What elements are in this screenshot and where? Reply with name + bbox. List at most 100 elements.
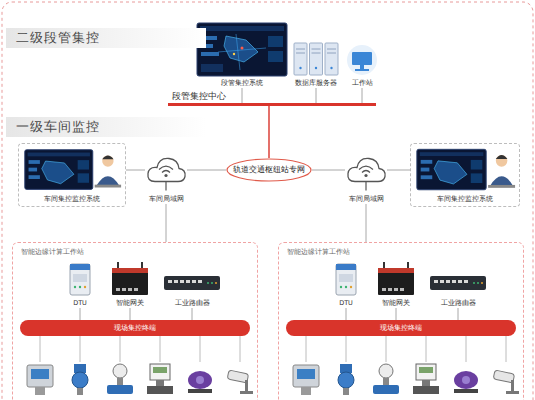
rect-graphic [201, 64, 223, 72]
edge-station-group: 智能边缘计算工作站DTU智能网关工业路由器现场集控终端 [12, 242, 258, 400]
circle-graphic [207, 282, 209, 284]
line-graphic [240, 336, 241, 362]
rect-graphic [464, 280, 468, 283]
rect-graphic [70, 264, 90, 270]
node-text: 轨道交通枢纽站专网 [226, 158, 312, 182]
rect-graphic [360, 65, 364, 69]
circle-graphic [340, 286, 342, 288]
line-graphic [306, 336, 307, 362]
router-device: 工业路由器 [162, 268, 222, 308]
rect-graphic [186, 280, 190, 283]
rect-graphic [471, 173, 483, 183]
router-device: 工业路由器 [428, 268, 488, 308]
terminal-band: 现场集控终端 [286, 320, 516, 336]
icon-art [62, 262, 98, 297]
path-graphic [434, 161, 467, 184]
rect-graphic [440, 280, 444, 283]
rect-graphic [25, 150, 93, 190]
circle-graphic [84, 286, 86, 288]
rect-graphic [70, 264, 90, 295]
use-graphic [107, 364, 133, 394]
circle-graphic [79, 286, 81, 288]
node-text: 数据库服务器 [284, 79, 348, 88]
use-graphic [493, 370, 519, 394]
gateway-device: 智能网关 [374, 262, 418, 308]
node-text: 智能边缘计算工作站 [287, 248, 350, 257]
line-graphic [117, 262, 119, 269]
path-graphic [42, 161, 74, 184]
rect-graphic [421, 168, 430, 172]
line-graphic [506, 336, 507, 362]
circle-graphic [477, 282, 479, 284]
circle-graphic [345, 286, 347, 288]
rect-graphic [488, 185, 515, 188]
rect-graphic [434, 280, 438, 283]
icon-art [328, 262, 364, 297]
rect-graphic [458, 280, 462, 283]
rect-graphic [394, 288, 398, 291]
path-graphic [218, 34, 266, 70]
path-graphic [102, 155, 113, 159]
rect-graphic [73, 274, 87, 282]
path-graphic [97, 176, 120, 185]
circle-graphic [481, 282, 483, 284]
gateway-device: 智能网关 [108, 262, 152, 308]
rect-graphic [336, 264, 356, 295]
server-icon: 数据库服务器 [290, 40, 342, 88]
line-graphic [346, 336, 347, 362]
circle-graphic [74, 286, 76, 288]
circle-graphic [215, 282, 217, 284]
connector-line [346, 308, 347, 320]
rect-graphic [325, 43, 338, 75]
center-bus: 段管集控中心 [168, 89, 376, 106]
icon-art [345, 152, 387, 193]
rect-graphic [430, 276, 486, 290]
path-graphic [159, 166, 173, 173]
icon-art [162, 268, 222, 297]
dtu-device: DTU [62, 262, 98, 308]
line-graphic [160, 336, 161, 362]
node-text: 段管集控中心 [172, 91, 226, 102]
rect-graphic [471, 160, 483, 170]
rect-graphic [29, 160, 40, 164]
rect-graphic [201, 52, 219, 56]
rect-graphic [168, 280, 172, 283]
connector-line [166, 204, 167, 242]
use-graphic [188, 371, 212, 393]
rect-graphic [198, 280, 202, 283]
connector-line [130, 308, 131, 320]
rect-graphic [192, 280, 196, 283]
circle-graphic [347, 45, 377, 75]
rect-graphic [417, 149, 486, 189]
node-text: DTU [56, 299, 104, 308]
node-text: 车间局域网 [139, 195, 193, 204]
node-text: 智能边缘计算工作站 [21, 248, 84, 257]
rect-graphic [28, 153, 90, 157]
rect-graphic [200, 26, 284, 31]
lan-cloud: 车间局域网 [145, 152, 187, 204]
rect-graphic [382, 288, 386, 291]
rect-graphic [128, 288, 132, 291]
line-graphic [120, 336, 121, 362]
icon-art [374, 262, 418, 297]
rect-graphic [29, 168, 38, 172]
line-graphic [407, 262, 409, 269]
ellipse-graphic [227, 159, 311, 181]
rect-graphic [78, 160, 89, 169]
icon-art [413, 147, 517, 194]
icon-art [145, 152, 187, 193]
connector-line [387, 170, 410, 171]
rect-graphic [339, 274, 353, 282]
line-graphic [386, 336, 387, 362]
rect-graphic [336, 264, 356, 270]
rect-graphic [388, 288, 392, 291]
connector-line [187, 170, 226, 171]
rect-graphic [180, 280, 184, 283]
circle-graphic [299, 67, 301, 69]
rect-graphic [268, 51, 283, 62]
node-text: 车间集控监控系统 [19, 195, 125, 204]
use-graphic [454, 371, 478, 393]
node-text: 段管集控系统 [190, 79, 294, 88]
